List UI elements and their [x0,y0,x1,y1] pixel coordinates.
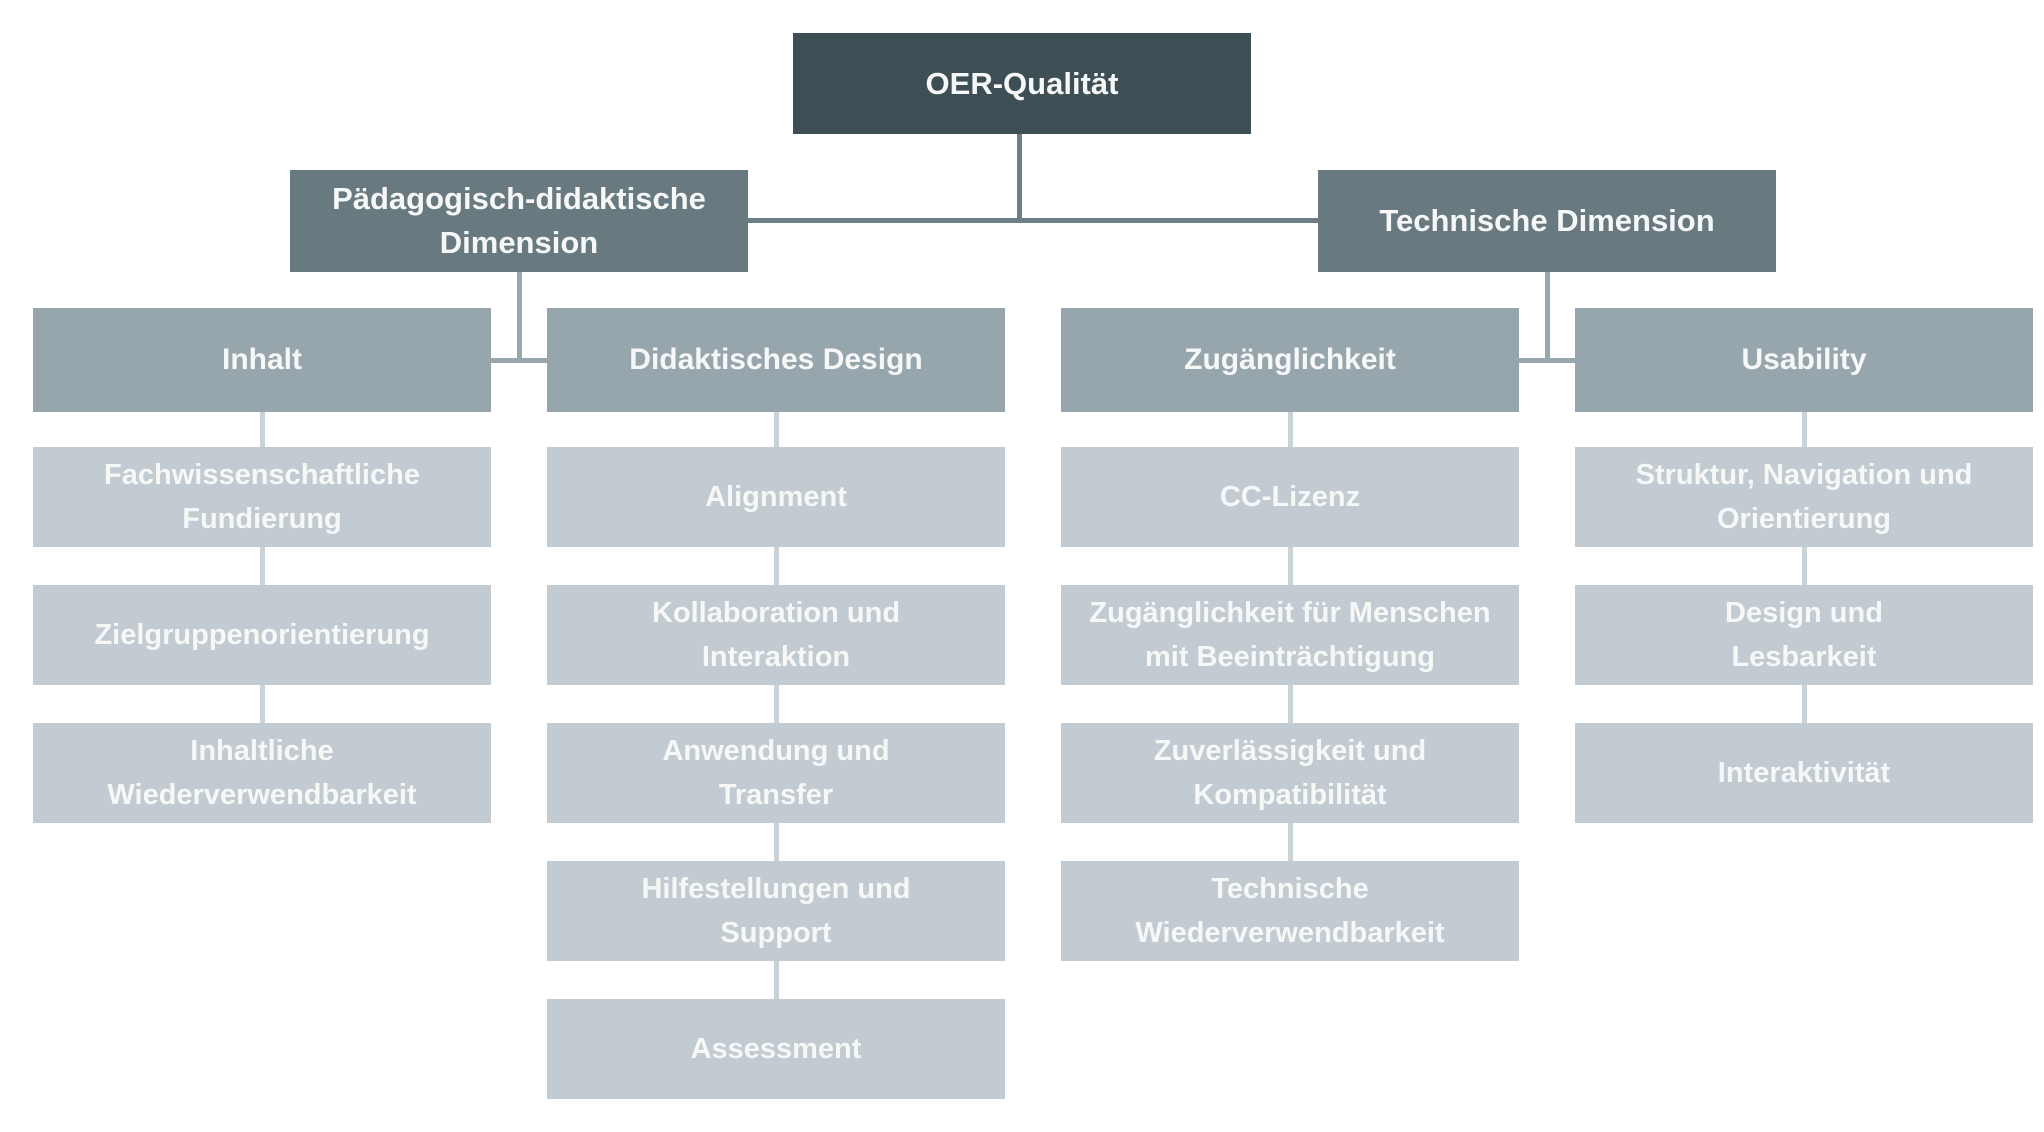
connector-root-stem [1017,134,1022,223]
connector-technisch-stem [1545,272,1550,363]
node-inhalt: Inhalt [33,308,491,412]
connector-zugaenglichkeit-stem-1 [1288,412,1293,447]
node-didaktisches-design: Didaktisches Design [547,308,1005,412]
node-design-und-lesbarkeit: Design und Lesbarkeit [1575,585,2033,685]
node-anwendung-und-transfer: Anwendung und Transfer [547,723,1005,823]
connector-inhalt-stem-3 [260,685,265,723]
node-zuverlaessigkeit-und-kompatibilitaet: Zuverlässigkeit und Kompatibilität [1061,723,1519,823]
connector-didaktisch-stem-1 [774,412,779,447]
node-fachwissenschaftliche-fundierung: Fachwissenschaftliche Fundierung [33,447,491,547]
node-interaktivitaet: Interaktivität [1575,723,2033,823]
connector-usability-stem-1 [1802,412,1807,447]
node-paedagogisch-didaktische-dimension: Pädagogisch-didaktische Dimension [290,170,748,272]
connector-didaktisch-stem-2 [774,547,779,585]
connector-technisch-crossbar [1519,358,1575,363]
connector-paedagogisch-stem [517,272,522,363]
connector-didaktisch-stem-4 [774,823,779,861]
connector-paedagogisch-crossbar [491,358,547,363]
connector-usability-stem-2 [1802,547,1807,585]
connector-zugaenglichkeit-stem-2 [1288,547,1293,585]
node-alignment: Alignment [547,447,1005,547]
connector-inhalt-stem-1 [260,412,265,447]
node-usability: Usability [1575,308,2033,412]
node-cc-lizenz: CC-Lizenz [1061,447,1519,547]
node-oer-qualitaet: OER-Qualität [793,33,1251,134]
node-zugaenglichkeit-fuer-menschen: Zugänglichkeit für Menschen mit Beeinträ… [1061,585,1519,685]
node-struktur-navigation-orientierung: Struktur, Navigation und Orientierung [1575,447,2033,547]
connector-usability-stem-3 [1802,685,1807,723]
node-hilfestellungen-und-support: Hilfestellungen und Support [547,861,1005,961]
node-zugaenglichkeit: Zugänglichkeit [1061,308,1519,412]
connector-didaktisch-stem-3 [774,685,779,723]
node-inhaltliche-wiederverwendbarkeit: Inhaltliche Wiederverwendbarkeit [33,723,491,823]
connector-zugaenglichkeit-stem-4 [1288,823,1293,861]
connector-inhalt-stem-2 [260,547,265,585]
node-zielgruppenorientierung: Zielgruppenorientierung [33,585,491,685]
node-kollaboration-und-interaktion: Kollaboration und Interaktion [547,585,1005,685]
node-assessment: Assessment [547,999,1005,1099]
node-technische-wiederverwendbarkeit: Technische Wiederverwendbarkeit [1061,861,1519,961]
connector-didaktisch-stem-5 [774,961,779,999]
connector-zugaenglichkeit-stem-3 [1288,685,1293,723]
connector-root-crossbar [748,218,1318,223]
node-technische-dimension: Technische Dimension [1318,170,1776,272]
